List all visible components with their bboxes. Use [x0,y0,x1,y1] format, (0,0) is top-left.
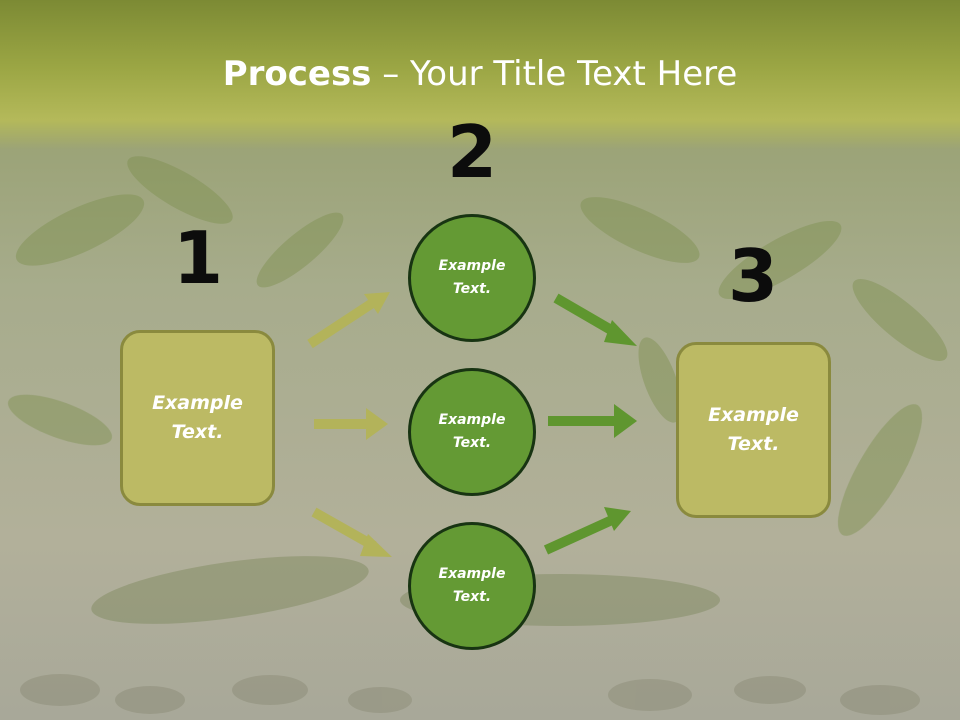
circle-top-label: Example Text. [438,258,506,297]
arrow-top-to-3-head [604,320,637,346]
step-3-label: Example Text. [708,404,799,455]
step-number-3: 3 [727,234,779,318]
slide-title: Process – Your Title Text Here [0,52,960,96]
step-2-circle-bottom: Example Text. [408,522,536,650]
circle-middle-label: Example Text. [438,412,506,451]
step-number-1: 1 [172,216,224,300]
arrow-middle-to-3-head [614,404,637,438]
step-3-box: Example Text. [676,342,831,518]
arrow-1-to-bottom-head [360,534,392,557]
arrow-1-to-top-head [364,292,390,314]
title-band [0,0,960,150]
step-2-circle-middle: Example Text. [408,368,536,496]
arrow-1-to-middle-head [366,408,388,440]
step-1-label: Example Text. [152,392,243,443]
circle-bottom-label: Example Text. [438,566,506,605]
step-2-circle-top: Example Text. [408,214,536,342]
title-bold: Process [222,54,372,94]
title-rest: – Your Title Text Here [371,54,738,94]
arrow-bottom-to-3-head [604,507,631,531]
arrow-bottom-to-3 [543,515,615,555]
step-number-2: 2 [446,110,498,194]
step-1-box: Example Text. [120,330,275,506]
arrow-1-to-bottom [311,507,377,551]
arrow-1-to-top [307,297,377,349]
arrow-top-to-3 [553,293,621,339]
